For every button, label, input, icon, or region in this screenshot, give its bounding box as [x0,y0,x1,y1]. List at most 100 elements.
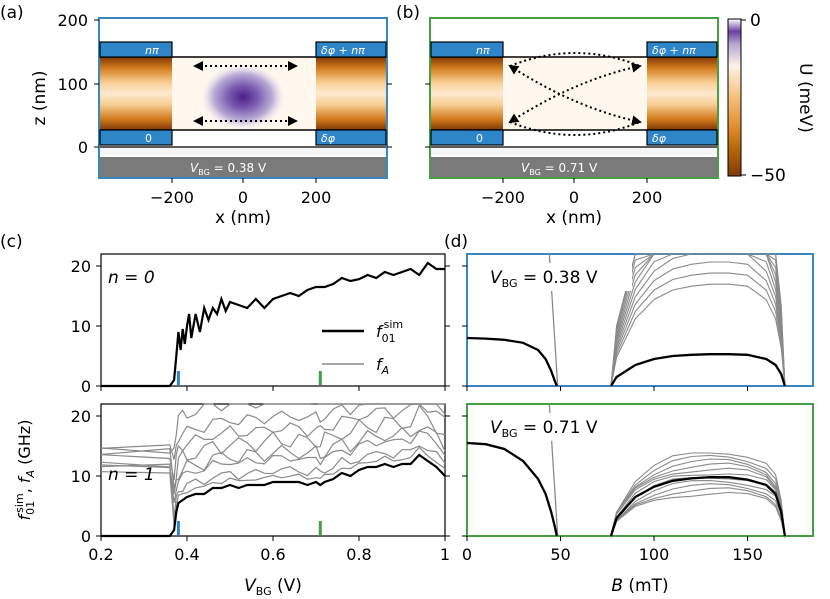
annotation-d-bottom: VBG = 0.71 V [490,418,598,440]
panel-c: (c) n = 0 n = 1 f01sim fA 0 10 20 0 10 20 0.2 0… [0,232,450,598]
ylabel-c: f01sim, fA (GHz) [13,420,37,521]
xlabel-b: x (nm) [546,208,602,228]
fa-curve [100,445,446,519]
ytick-c: 20 [71,407,91,426]
fa-curve [100,403,446,481]
fa-curve [610,483,786,535]
backgate [100,157,386,177]
panel-b: (b) nπ δφ + nπ 0 δφ VBG = 0.71 V −200 0 … [396,3,719,228]
fa-curve [100,404,446,490]
gate-bottom-right-b [646,129,718,146]
gate-label-dphi-npi-b: δφ + nπ [652,44,696,57]
gate-top-left [99,41,173,58]
fa-curve [610,283,786,387]
f01-sim-line [609,476,787,537]
panel-d-label: (d) [444,232,468,252]
arrow-cross-2 [508,64,642,126]
xtick-d: 150 [732,545,763,564]
fa-curves-c-bottom [100,403,446,526]
xtick-a-m200: −200 [150,188,194,207]
fa-curve [610,487,786,536]
f01-sim-line [466,441,558,537]
axis-a: 200 100 0 −200 0 200 x (nm) z (nm) [30,11,392,228]
f01-sim-line-n1 [101,453,446,538]
fa-curve [610,458,786,535]
panel-a: (a) nπ δφ + nπ 0 δφ VBG = 0.38 V 200 100 [0,3,392,228]
xtick-a-0: 0 [238,188,248,207]
xtick-a-200: 200 [301,188,332,207]
legend-f01: f01sim [376,318,403,345]
ytick-c: 20 [71,257,91,276]
gate-bottom-left-b [430,129,504,146]
vbg-label-b: VBG = 0.71 V [521,161,598,177]
marker-vbg-038-bottom [176,521,180,535]
annotation-n0: n = 0 [108,268,155,288]
marker-vbg-071-top [318,371,322,385]
fa-curve [100,403,446,460]
xlabel-c: VBG (V) [244,576,302,598]
xtick-b-200: 200 [632,188,663,207]
gate-label-npi: nπ [145,44,159,57]
xtick-d: 0 [462,545,472,564]
annotation-n1: n = 1 [108,465,155,485]
ytick-c: 10 [71,317,91,336]
fa-curve [610,272,786,387]
colorbar-tick-0: 0 [750,11,761,31]
fa-curve [100,446,446,526]
ytick-c: 10 [71,467,91,486]
ytick-a-200: 200 [57,11,88,30]
gate-label-zero: 0 [145,132,152,145]
ytick-c: 0 [81,527,91,546]
gate-label-dphi: δφ [321,132,336,145]
gate-label-zero-b: 0 [476,132,483,145]
marker-vbg-071-bottom [318,521,322,535]
xtick-d: 100 [639,545,670,564]
gate-label-dphi-npi: δφ + nπ [321,44,365,57]
axes-d: 0 50 100 150 [462,265,763,564]
gate-top-right-b [646,41,718,58]
axis-b: −200 0 200 x (nm) [425,83,663,228]
xtick-b-m200: −200 [481,188,525,207]
fa-curve [610,253,786,387]
backgate-b [431,157,717,177]
xtick-c: 0.2 [88,545,113,564]
f01-sim-line [610,353,786,387]
fa-curve [610,491,786,538]
ytick-a-100: 100 [57,75,88,94]
gate-label-npi-b: nπ [476,44,490,57]
gate-top-left-b [430,41,504,58]
colorbar-label: U (meV) [795,63,815,133]
ylabel-a: z (nm) [30,71,50,126]
f01-sim-line-n0 [101,261,445,388]
panel-b-label: (b) [396,3,420,23]
colorbar-strip [727,18,742,177]
annotation-d-top: VBG = 0.38 V [490,268,598,290]
colorbar-tick-m50: −50 [750,166,786,186]
xlabel-a: x (nm) [215,208,271,228]
fa-curve [100,426,446,495]
fa-curve [610,452,786,538]
legend-c: f01sim fA [322,318,403,377]
arrow-arc-bottom [509,121,641,136]
ytick-c: 0 [81,377,91,396]
panel-c-label: (c) [0,232,23,252]
marker-vbg-038-top [176,371,180,385]
fa-curve [610,261,786,387]
fa-curve [100,430,446,504]
xtick-d: 50 [550,545,570,564]
panel-a-label: (a) [0,3,24,23]
f01-sim-d-bottom [466,441,787,537]
vbg-label-a: VBG = 0.38 V [190,161,267,177]
xtick-c: 0.6 [260,545,285,564]
legend-fa: fA [376,355,389,377]
gate-label-dphi-b: δφ [652,132,667,145]
xlabel-d: B (mT) [611,576,668,596]
fa-curve [610,462,786,536]
f01-sim-d-top [466,336,786,387]
xtick-b-0: 0 [569,188,579,207]
ytick-a-0: 0 [78,138,88,157]
xtick-c: 1 [440,545,450,564]
